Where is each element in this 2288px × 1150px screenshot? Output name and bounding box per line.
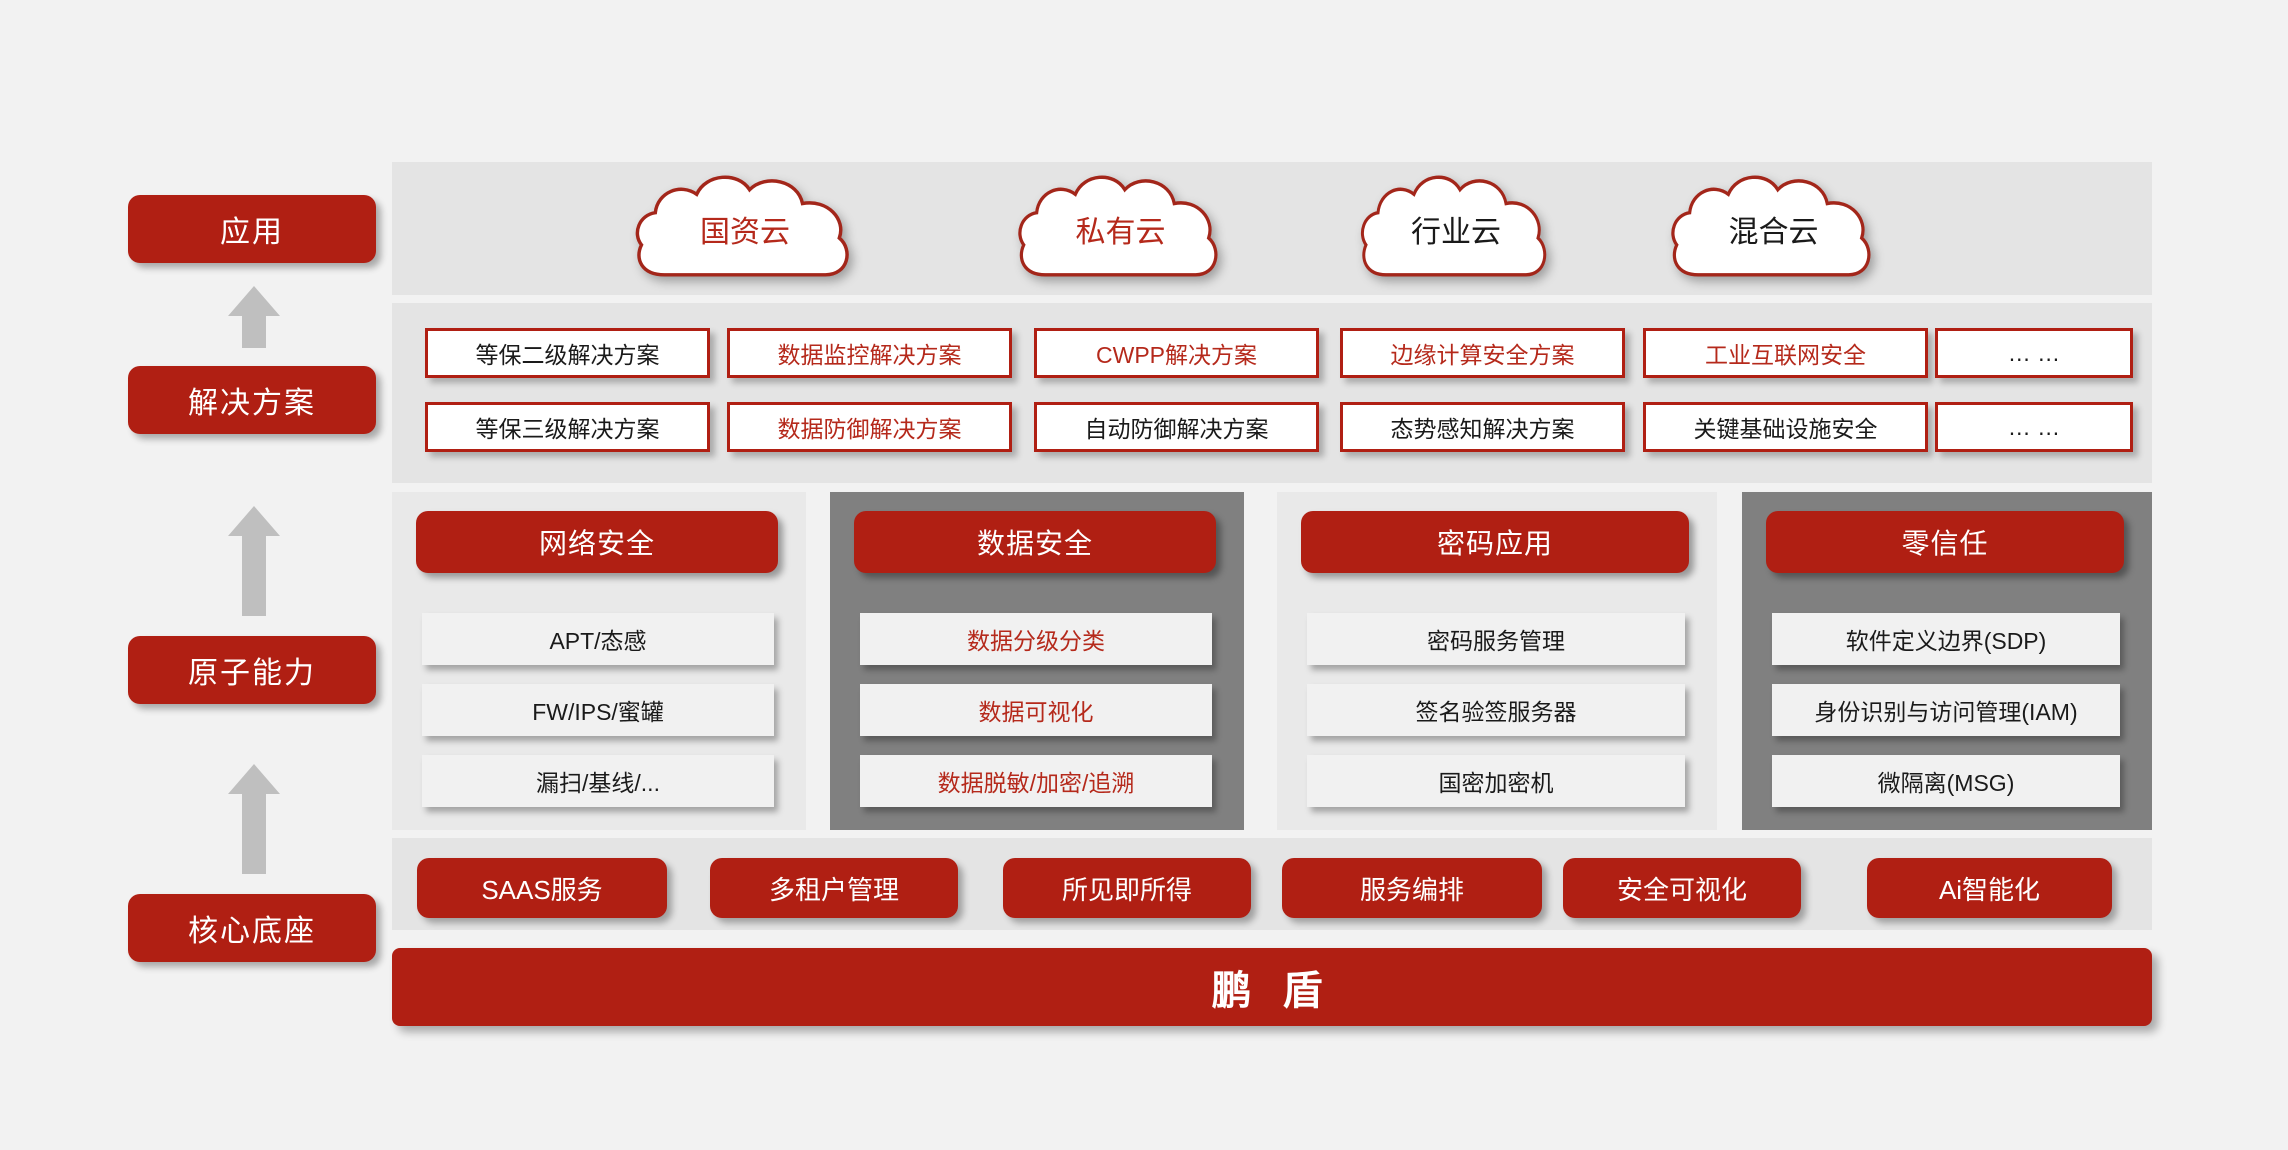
capability-item[interactable]: 软件定义边界(SDP) bbox=[1772, 613, 2120, 665]
solution-box[interactable]: 数据防御解决方案 bbox=[727, 402, 1012, 452]
capability-item[interactable]: 数据分级分类 bbox=[860, 613, 1212, 665]
up-arrow-icon-3 bbox=[228, 764, 280, 874]
rail-item-3[interactable]: 原子能力 bbox=[128, 636, 376, 704]
capability-title-2[interactable]: 数据安全 bbox=[854, 511, 1216, 573]
core-pill-3[interactable]: 所见即所得 bbox=[1003, 858, 1251, 918]
capability-title-3[interactable]: 密码应用 bbox=[1301, 511, 1689, 573]
solution-box[interactable]: 自动防御解决方案 bbox=[1034, 402, 1319, 452]
solution-box[interactable]: 关键基础设施安全 bbox=[1643, 402, 1928, 452]
rail-item-1[interactable]: 应用 bbox=[128, 195, 376, 263]
core-band bbox=[392, 838, 2152, 930]
capability-item[interactable]: 漏扫/基线/... bbox=[422, 755, 774, 807]
capability-item[interactable]: 密码服务管理 bbox=[1307, 613, 1685, 665]
solution-box[interactable]: 态势感知解决方案 bbox=[1340, 402, 1625, 452]
solution-box[interactable]: 数据监控解决方案 bbox=[727, 328, 1012, 378]
capability-item[interactable]: 微隔离(MSG) bbox=[1772, 755, 2120, 807]
solution-box[interactable]: 工业互联网安全 bbox=[1643, 328, 1928, 378]
cloud-label: 私有云 bbox=[1075, 215, 1166, 249]
core-pill-2[interactable]: 多租户管理 bbox=[710, 858, 958, 918]
solution-box[interactable]: … … bbox=[1935, 402, 2133, 452]
capability-title-4[interactable]: 零信任 bbox=[1766, 511, 2124, 573]
core-pill-1[interactable]: SAAS服务 bbox=[417, 858, 667, 918]
cloud-label: 国资云 bbox=[700, 215, 790, 249]
up-arrow-icon-1 bbox=[228, 286, 280, 348]
cloud-label: 行业云 bbox=[1411, 215, 1501, 249]
rail-item-2[interactable]: 解决方案 bbox=[128, 366, 376, 434]
capability-item[interactable]: 签名验签服务器 bbox=[1307, 684, 1685, 736]
capability-item[interactable]: 身份识别与访问管理(IAM) bbox=[1772, 684, 2120, 736]
capability-title-1[interactable]: 网络安全 bbox=[416, 511, 778, 573]
cloud-label: 混合云 bbox=[1728, 215, 1819, 249]
cloud-3[interactable]: 行业云 bbox=[1356, 169, 1556, 284]
capability-item[interactable]: 数据可视化 bbox=[860, 684, 1212, 736]
core-pill-6[interactable]: Ai智能化 bbox=[1867, 858, 2112, 918]
capability-item[interactable]: 数据脱敏/加密/追溯 bbox=[860, 755, 1212, 807]
capability-item[interactable]: FW/IPS/蜜罐 bbox=[422, 684, 774, 736]
cloud-4[interactable]: 混合云 bbox=[1666, 169, 1881, 284]
solution-box[interactable]: 等保三级解决方案 bbox=[425, 402, 710, 452]
solution-box[interactable]: CWPP解决方案 bbox=[1034, 328, 1319, 378]
capability-item[interactable]: 国密加密机 bbox=[1307, 755, 1685, 807]
solution-box[interactable]: … … bbox=[1935, 328, 2133, 378]
rail-item-4[interactable]: 核心底座 bbox=[128, 894, 376, 962]
core-pill-4[interactable]: 服务编排 bbox=[1282, 858, 1542, 918]
solution-box[interactable]: 边缘计算安全方案 bbox=[1340, 328, 1625, 378]
up-arrow-icon-2 bbox=[228, 506, 280, 616]
cloud-2[interactable]: 私有云 bbox=[1013, 169, 1228, 284]
capability-item[interactable]: APT/态感 bbox=[422, 613, 774, 665]
brand-bar: 鹏 盾 bbox=[392, 948, 2152, 1026]
solution-box[interactable]: 等保二级解决方案 bbox=[425, 328, 710, 378]
cloud-1[interactable]: 国资云 bbox=[630, 169, 860, 284]
core-pill-5[interactable]: 安全可视化 bbox=[1563, 858, 1801, 918]
